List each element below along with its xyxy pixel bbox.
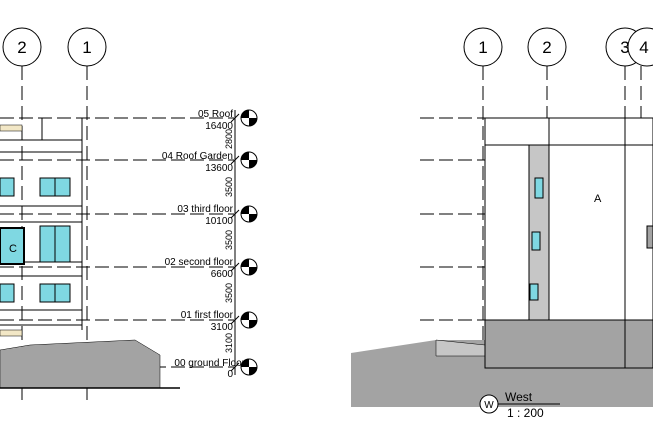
- view-scale: 1 : 200: [507, 406, 544, 420]
- level-05-elevation: 16400: [205, 121, 233, 132]
- level-01-name: 01 first floor: [181, 310, 234, 321]
- building-right: [484, 117, 653, 321]
- level-02-name: 02 second floor: [165, 257, 234, 268]
- building-right-lines: [485, 118, 653, 368]
- roof-planter: [0, 124, 23, 132]
- level-04-elevation: 13600: [205, 163, 233, 174]
- level-head-00[interactable]: [240, 358, 258, 376]
- building-right-outline: [484, 117, 653, 369]
- grid-bubble-2-left[interactable]: 2: [2, 27, 42, 67]
- level-04-name: 04 Roof Garden: [162, 151, 233, 162]
- ground-left: [0, 339, 161, 389]
- room-tag-c[interactable]: C: [9, 243, 17, 255]
- right-elevation: 1 2 3 4: [351, 27, 653, 420]
- grid-bubble-1-left[interactable]: 1: [67, 27, 107, 67]
- view-title-block[interactable]: W West 1 : 200: [479, 390, 560, 420]
- left-elevation: 2 1: [0, 27, 258, 405]
- dim-3100: 3100: [224, 333, 234, 353]
- dimension-string: 2800 3500 3500 3500 3100: [224, 110, 240, 375]
- level-03-name: 03 third floor: [177, 204, 233, 215]
- svg-text:4: 4: [639, 38, 648, 57]
- level-01-elevation: 3100: [211, 322, 234, 333]
- side-element-right: [646, 225, 653, 249]
- level-head-symbols: [240, 109, 258, 376]
- level-annotations: 05 Roof 16400 04 Roof Garden 13600 03 th…: [162, 109, 246, 380]
- level-02-elevation: 6600: [211, 269, 234, 280]
- svg-text:1: 1: [478, 38, 487, 57]
- grid-bubble-4-right[interactable]: 4: [627, 27, 653, 67]
- level-head-04[interactable]: [240, 151, 258, 169]
- dim-2800: 2800: [224, 129, 234, 149]
- dim-3500-c: 3500: [224, 283, 234, 303]
- view-marker: W: [484, 400, 494, 411]
- svg-text:1: 1: [82, 38, 91, 57]
- room-tag-a[interactable]: A: [594, 193, 602, 205]
- ground-right: [351, 320, 653, 407]
- level-05-name: 05 Roof: [198, 109, 233, 120]
- windows-left: [0, 177, 71, 303]
- level-head-03[interactable]: [240, 205, 258, 223]
- level-00-elevation: 0: [227, 369, 233, 380]
- level-head-02[interactable]: [240, 258, 258, 276]
- windows-right: [529, 177, 544, 301]
- svg-text:2: 2: [542, 38, 551, 57]
- dim-3500-a: 3500: [224, 177, 234, 197]
- level-03-elevation: 10100: [205, 216, 233, 227]
- planter-ground: [0, 329, 23, 337]
- dim-3500-b: 3500: [224, 230, 234, 250]
- svg-text:3: 3: [620, 38, 629, 57]
- level-head-01[interactable]: [240, 311, 258, 329]
- level-head-05[interactable]: [240, 109, 258, 127]
- grid-bubble-1-right[interactable]: 1: [463, 27, 503, 67]
- grid-bubble-2-right[interactable]: 2: [527, 27, 567, 67]
- svg-text:2: 2: [17, 38, 26, 57]
- view-name: West: [505, 390, 533, 404]
- level-00-name: 00 ground Floor: [174, 358, 245, 369]
